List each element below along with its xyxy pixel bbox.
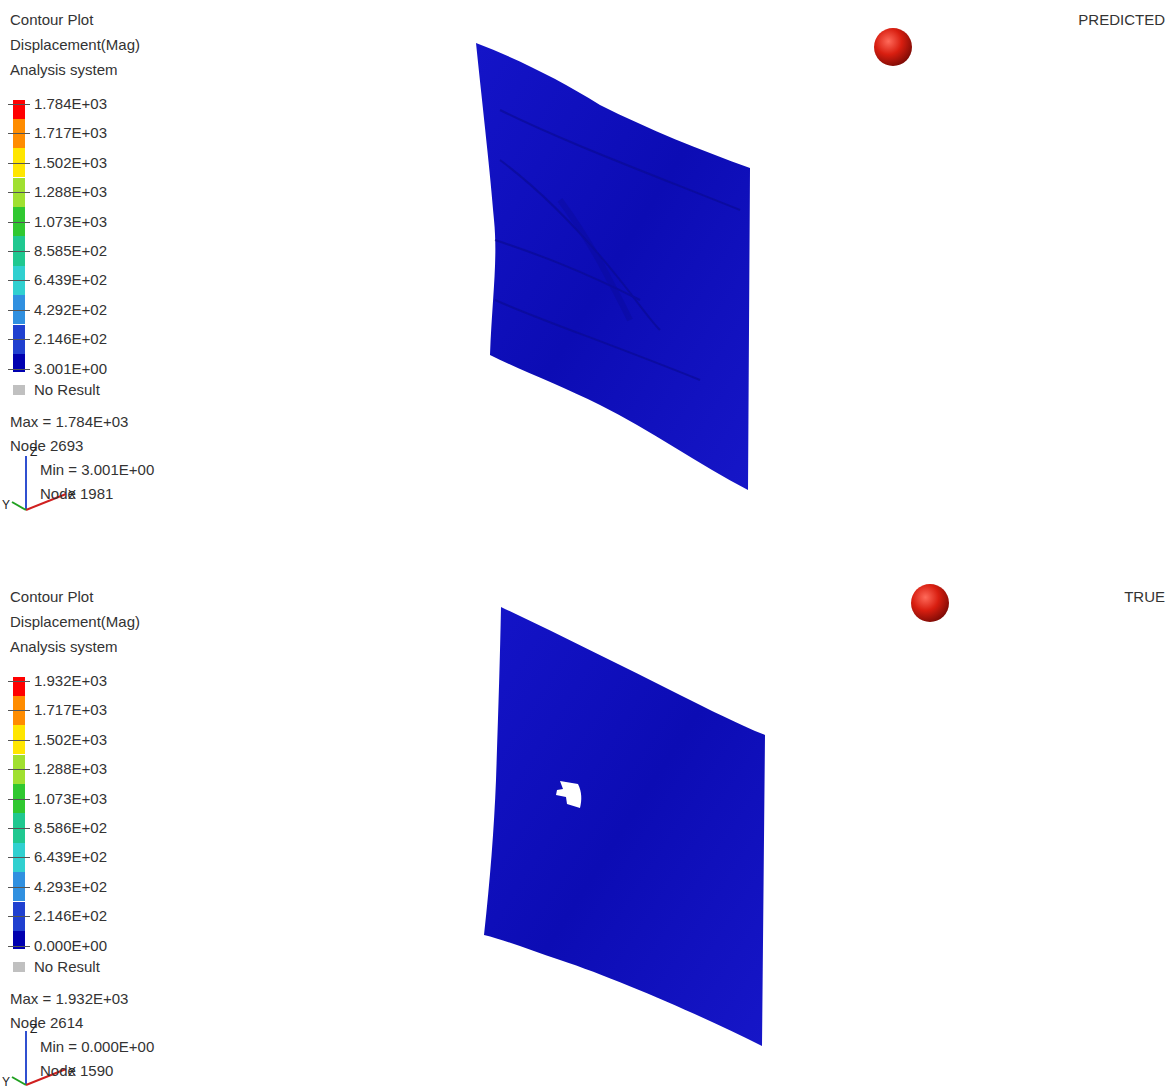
legend-value: 1.288E+03 [34,760,107,778]
predicted-plate [476,43,750,490]
legend-swatch [13,100,25,119]
min-value: Min = 0.000E+00 [40,1038,154,1056]
result-type: Displacement(Mag) [10,613,140,631]
axis-label: Z [30,443,37,461]
max-node: Node 2693 [10,437,83,455]
bar-tick [8,163,30,164]
perforation-hole [556,781,581,808]
bar-tick [8,857,30,858]
bar-tick [8,828,30,829]
impactor-sphere [911,584,949,622]
bar-tick [8,339,30,340]
legend-text: No Result [34,958,100,976]
legend-value: 8.585E+02 [34,242,107,260]
legend-swatch [13,385,25,395]
legend-value: 1.717E+03 [34,124,107,142]
case-label: TRUE [1124,588,1165,606]
legend-value: 4.292E+02 [34,301,107,319]
legend-value: 2.146E+02 [34,907,107,925]
bar-tick [8,710,30,711]
legend-text: No Result [34,381,100,399]
bar-tick [8,887,30,888]
axis-label: X [68,486,76,504]
bar-tick [8,799,30,800]
impactor-sphere [874,28,912,66]
bar-tick [8,104,30,105]
legend-value: 1.073E+03 [34,213,107,231]
bar-tick [8,740,30,741]
bar-tick [8,280,30,281]
bar-tick [8,946,30,947]
min-node: Node 1590 [40,1062,113,1080]
min-value: Min = 3.001E+00 [40,461,154,479]
legend-value: 1.717E+03 [34,701,107,719]
legend-value: 8.586E+02 [34,819,107,837]
bar-tick [8,133,30,134]
axis-label: Z [30,1020,37,1038]
bar-tick [8,310,30,311]
legend-value: 1.073E+03 [34,790,107,808]
bar-tick [8,769,30,770]
axis-label: Y [2,1073,10,1088]
legend-swatch [13,677,25,696]
bar-tick [8,251,30,252]
axis-label: X [68,1063,76,1081]
max-value: Max = 1.784E+03 [10,413,128,431]
legend-value: 3.001E+00 [34,360,107,378]
result-type: Displacement(Mag) [10,36,140,54]
legend-value: 1.502E+03 [34,731,107,749]
legend-value: 1.784E+03 [34,95,107,113]
legend-value: 2.146E+02 [34,330,107,348]
min-node: Node 1981 [40,485,113,503]
bar-tick [8,369,30,370]
max-value: Max = 1.932E+03 [10,990,128,1008]
bar-tick [8,916,30,917]
legend-value: 1.288E+03 [34,183,107,201]
legend-value: 1.932E+03 [34,672,107,690]
case-label: PREDICTED [1078,11,1165,29]
legend-value: 0.000E+00 [34,937,107,955]
bar-tick [8,222,30,223]
coordinate-system: Analysis system [10,61,118,79]
legend-swatch [13,962,25,972]
axis-label: Y [2,496,10,514]
plot-title: Contour Plot [10,11,93,29]
legend-value: 6.439E+02 [34,271,107,289]
true-plate [484,607,765,1046]
legend-value: 6.439E+02 [34,848,107,866]
bar-tick [8,192,30,193]
bar-tick [8,681,30,682]
legend-value: 1.502E+03 [34,154,107,172]
plot-title: Contour Plot [10,588,93,606]
max-node: Node 2614 [10,1014,83,1032]
coordinate-system: Analysis system [10,638,118,656]
legend-value: 4.293E+02 [34,878,107,896]
